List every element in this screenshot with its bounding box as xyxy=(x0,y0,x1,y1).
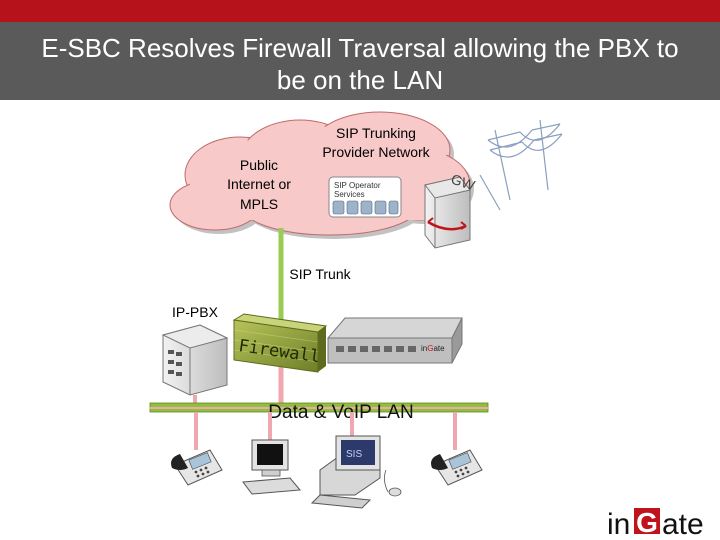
sip-operator-services-icon: SIP Operator Services xyxy=(328,176,402,218)
ip-pbx-server-icon xyxy=(161,324,229,396)
cloud-left-label-2: Internet or xyxy=(227,176,291,192)
telephone-pole-icon xyxy=(479,119,563,211)
appliance-brand-ate: ate xyxy=(433,344,445,353)
network-diagram: Public Internet or MPLS SIP Trunking Pro… xyxy=(149,111,704,540)
appliance-brand-g: G xyxy=(427,344,433,353)
cloud-left-label-1: Public xyxy=(240,157,278,173)
gw-label: GW xyxy=(449,171,478,194)
slide-title-band: E-SBC Resolves Firewall Traversal allowi… xyxy=(0,22,720,100)
top-accent-bar xyxy=(0,0,720,22)
esbc-appliance-icon: inGate xyxy=(326,317,463,364)
desktop-pc-icon xyxy=(242,439,301,495)
cloud-right-label-2: Provider Network xyxy=(322,144,430,160)
ingate-logo: in G ate xyxy=(607,507,704,540)
gateway-server-icon xyxy=(424,176,471,249)
logo-g-box xyxy=(634,508,660,534)
cloud-right-label-1: SIP Trunking xyxy=(336,125,416,141)
lan-bar xyxy=(149,402,489,413)
lan-label: Data & VoIP LAN xyxy=(268,402,413,423)
ip-phone-right-icon xyxy=(431,449,483,486)
logo-in: in xyxy=(607,508,630,540)
ip-pbx-label: IP-PBX xyxy=(172,304,219,320)
slide-title-line1: E-SBC Resolves Firewall Traversal allowi… xyxy=(41,33,679,63)
ip-phone-left-icon xyxy=(171,449,223,486)
slide-title-line2: be on the LAN xyxy=(276,65,444,95)
appliance-brand-in: in xyxy=(421,344,427,353)
softphone-pc-icon: SIS xyxy=(310,435,402,509)
cloud-left-label-3: MPLS xyxy=(240,196,278,212)
sip-trunk-label: SIP Trunk xyxy=(289,266,351,282)
logo-ate: ate xyxy=(662,508,704,540)
lan-drops xyxy=(194,412,457,450)
logo-g: G xyxy=(636,507,658,538)
firewall-icon xyxy=(232,313,328,373)
operator-label-1: SIP Operator xyxy=(334,181,381,190)
svg-text:inGate: inGate xyxy=(421,344,445,353)
operator-label-2: Services xyxy=(334,190,365,199)
pc-screen-label: SIS xyxy=(346,449,362,460)
